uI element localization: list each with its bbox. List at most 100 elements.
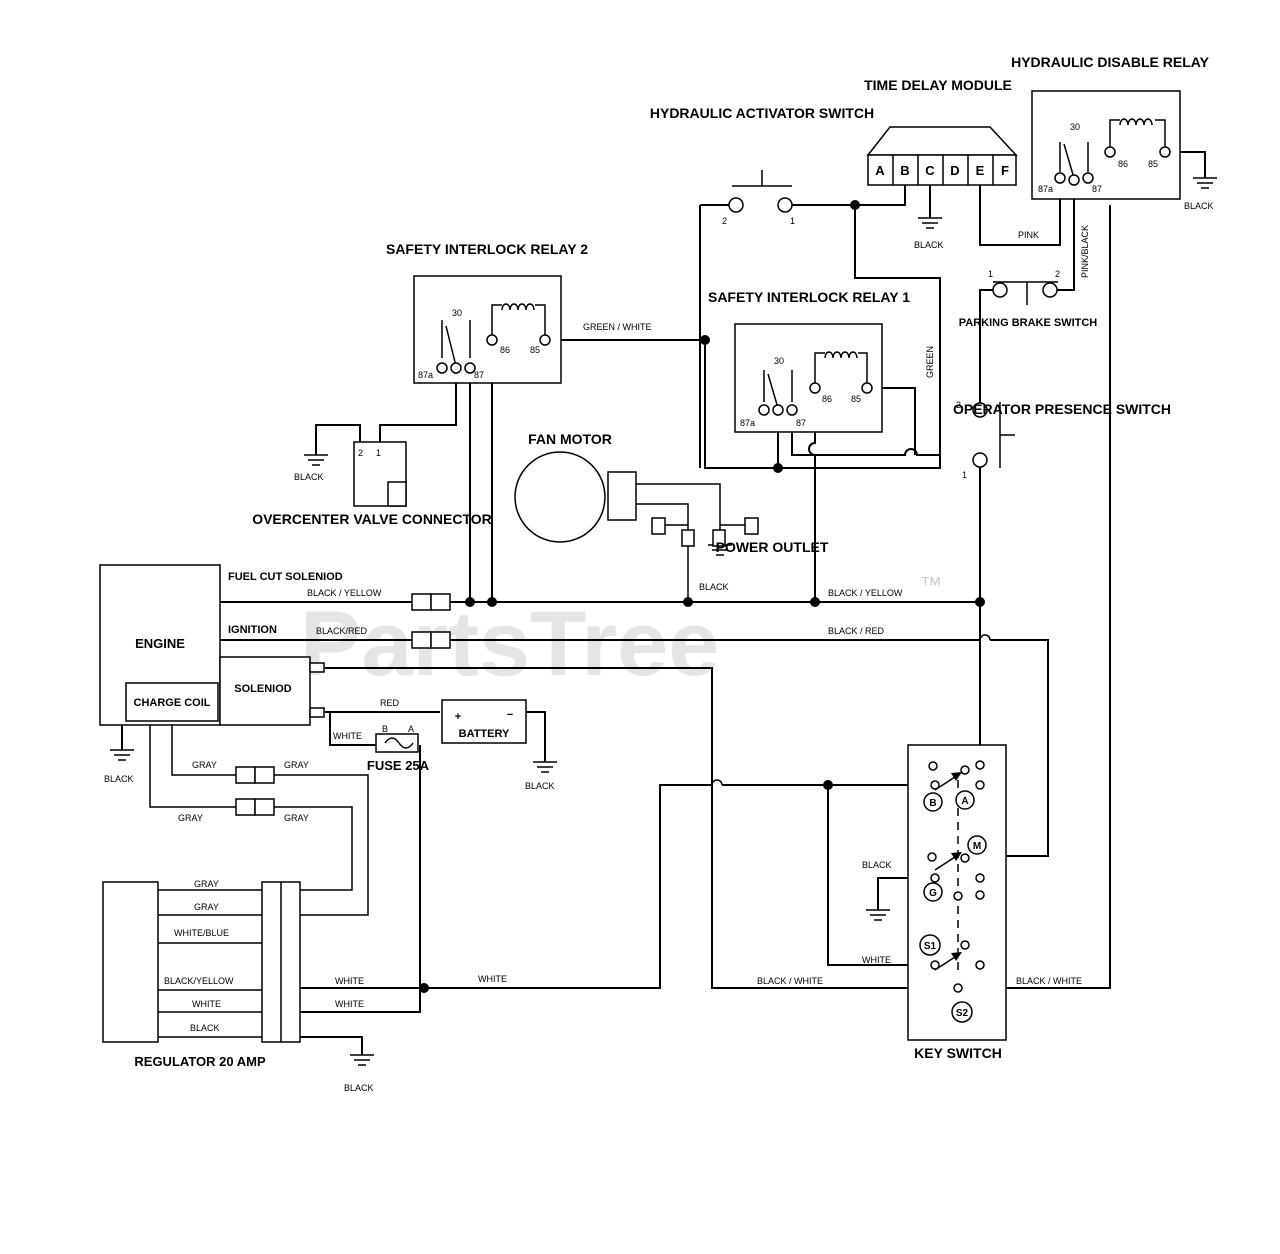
wire-label: BLACK [104,774,134,784]
watermark-text: PartsTree [300,593,719,695]
key-switch: A B M G S1 S2 KEY SWITCH [907,744,1007,1061]
hydraulic-activator: 2 1 HYDRAULIC ACTIVATOR SWITCH [650,105,874,226]
wire-pb-1 [979,289,1000,410]
regulator-body [102,881,159,1043]
ground-icon [918,217,942,229]
battery-plus-icon: + [455,711,461,723]
relay-2-pin-30: 30 [452,308,462,318]
hdr-coil-icon [1119,118,1153,126]
connector [235,798,256,816]
hdr-contacts [1059,142,1089,179]
relay-1-term-86 [809,382,821,394]
key-label-g: G [929,888,937,899]
solenoid-box [219,656,311,726]
relay-2-pin-87a: 87a [418,370,433,380]
wire-label: BLACK/RED [316,626,368,636]
wire-label: GRAY [284,813,309,823]
operator-label: OPERATOR PRESENCE SWITCH [953,401,1171,417]
wire-white-s1 [827,785,935,966]
key-terminal-s1 [919,934,941,956]
key-terminal-m [967,835,987,855]
key-label-b: B [929,798,936,809]
fuel-cut-label: FUEL CUT SOLENIOD [228,571,343,583]
outlet-plug [651,517,666,535]
ignition-label: IGNITION [228,624,277,636]
outlet-plug [681,529,695,547]
wire-label: BLACK / YELLOW [828,588,903,598]
wire-label: BLACK / YELLOW [307,588,382,598]
junction [419,983,429,993]
key-term [953,891,963,901]
operator-pin-1: 1 [962,470,967,480]
charge-coil-box [125,682,219,722]
key-term [930,873,940,883]
wire-reg-ground [300,1036,363,1055]
relay-1-pin-30: 30 [774,356,784,366]
relay-2-pin-85: 85 [530,345,540,355]
junctions [419,200,985,993]
wire-label: GREEN [925,346,935,378]
engine-label: ENGINE [135,636,185,651]
hdr-pin-86: 86 [1118,159,1128,169]
junction [773,463,783,473]
key-term [960,940,970,950]
wire-label: PINK/BLACK [1080,225,1090,278]
overcenter-tab [387,481,407,507]
hdr-pin-87: 87 [1092,184,1102,194]
ground-icon [304,454,328,466]
operator-term-2 [972,402,988,418]
wire-label: GRAY [284,760,309,770]
activator-term-1 [777,197,793,213]
parking-brake-label: PARKING BRAKE SWITCH [959,317,1098,329]
relay-2-term-86 [486,334,498,346]
key-label-s2: S2 [956,1008,969,1019]
tdm-dividers [892,155,994,185]
junction [850,200,860,210]
fan-motor-body [514,451,606,543]
key-term [953,983,963,993]
relay-1-term-87 [786,404,798,416]
wire-label: BLACK [294,472,324,482]
wire-pink [979,180,1061,246]
key-term [960,765,970,775]
wire-label: WHITE [335,999,364,1009]
wire-label: GRAY [192,760,217,770]
key-term [975,960,985,970]
relay-2-body [413,275,562,384]
outlet-plug [744,517,759,535]
wire-label: BLACK [1184,201,1214,211]
wire-crossover-2 [711,779,723,786]
relay-1-coil-icon [824,351,858,359]
relay-2-contacts [441,320,471,367]
wire-label: BLACK / WHITE [1016,976,1082,986]
connector [411,631,432,649]
key-term [930,960,940,970]
tdm-pin-a: A [875,163,885,178]
key-term [960,853,970,863]
relay-2-term-85 [539,334,551,346]
relay-2-coil-leads [491,304,546,340]
key-term [928,761,938,771]
tdm-pin-f: F [1001,163,1009,178]
parking-brake-term-2 [1042,282,1058,298]
wire-white-2 [300,988,421,1013]
watermark: PartsTree ™ [300,572,942,695]
relay-1-pin-87a: 87a [740,418,755,428]
wire-label: GRAY [178,813,203,823]
battery-body [441,699,527,744]
key-term [975,780,985,790]
relay-2-label: SAFETY INTERLOCK RELAY 2 [386,241,588,257]
key-label-a: A [961,796,968,807]
power-outlet-label: POWER OUTLET [716,539,829,555]
key-label-m: M [973,841,981,852]
hdr-term-86 [1104,146,1116,158]
relay-1-pin-85: 85 [851,394,861,404]
key-term [975,873,985,883]
relay-1: 30 87a 87 86 85 SAFETY INTERLOCK RELAY 1 [708,289,910,433]
parking-brake-pin-1: 1 [988,269,993,279]
wire-label: BLACK [914,240,944,250]
hdr-term-87a [1054,172,1066,184]
activator-label: HYDRAULIC ACTIVATOR SWITCH [650,105,874,121]
hdr-coil-leads [1109,119,1166,152]
